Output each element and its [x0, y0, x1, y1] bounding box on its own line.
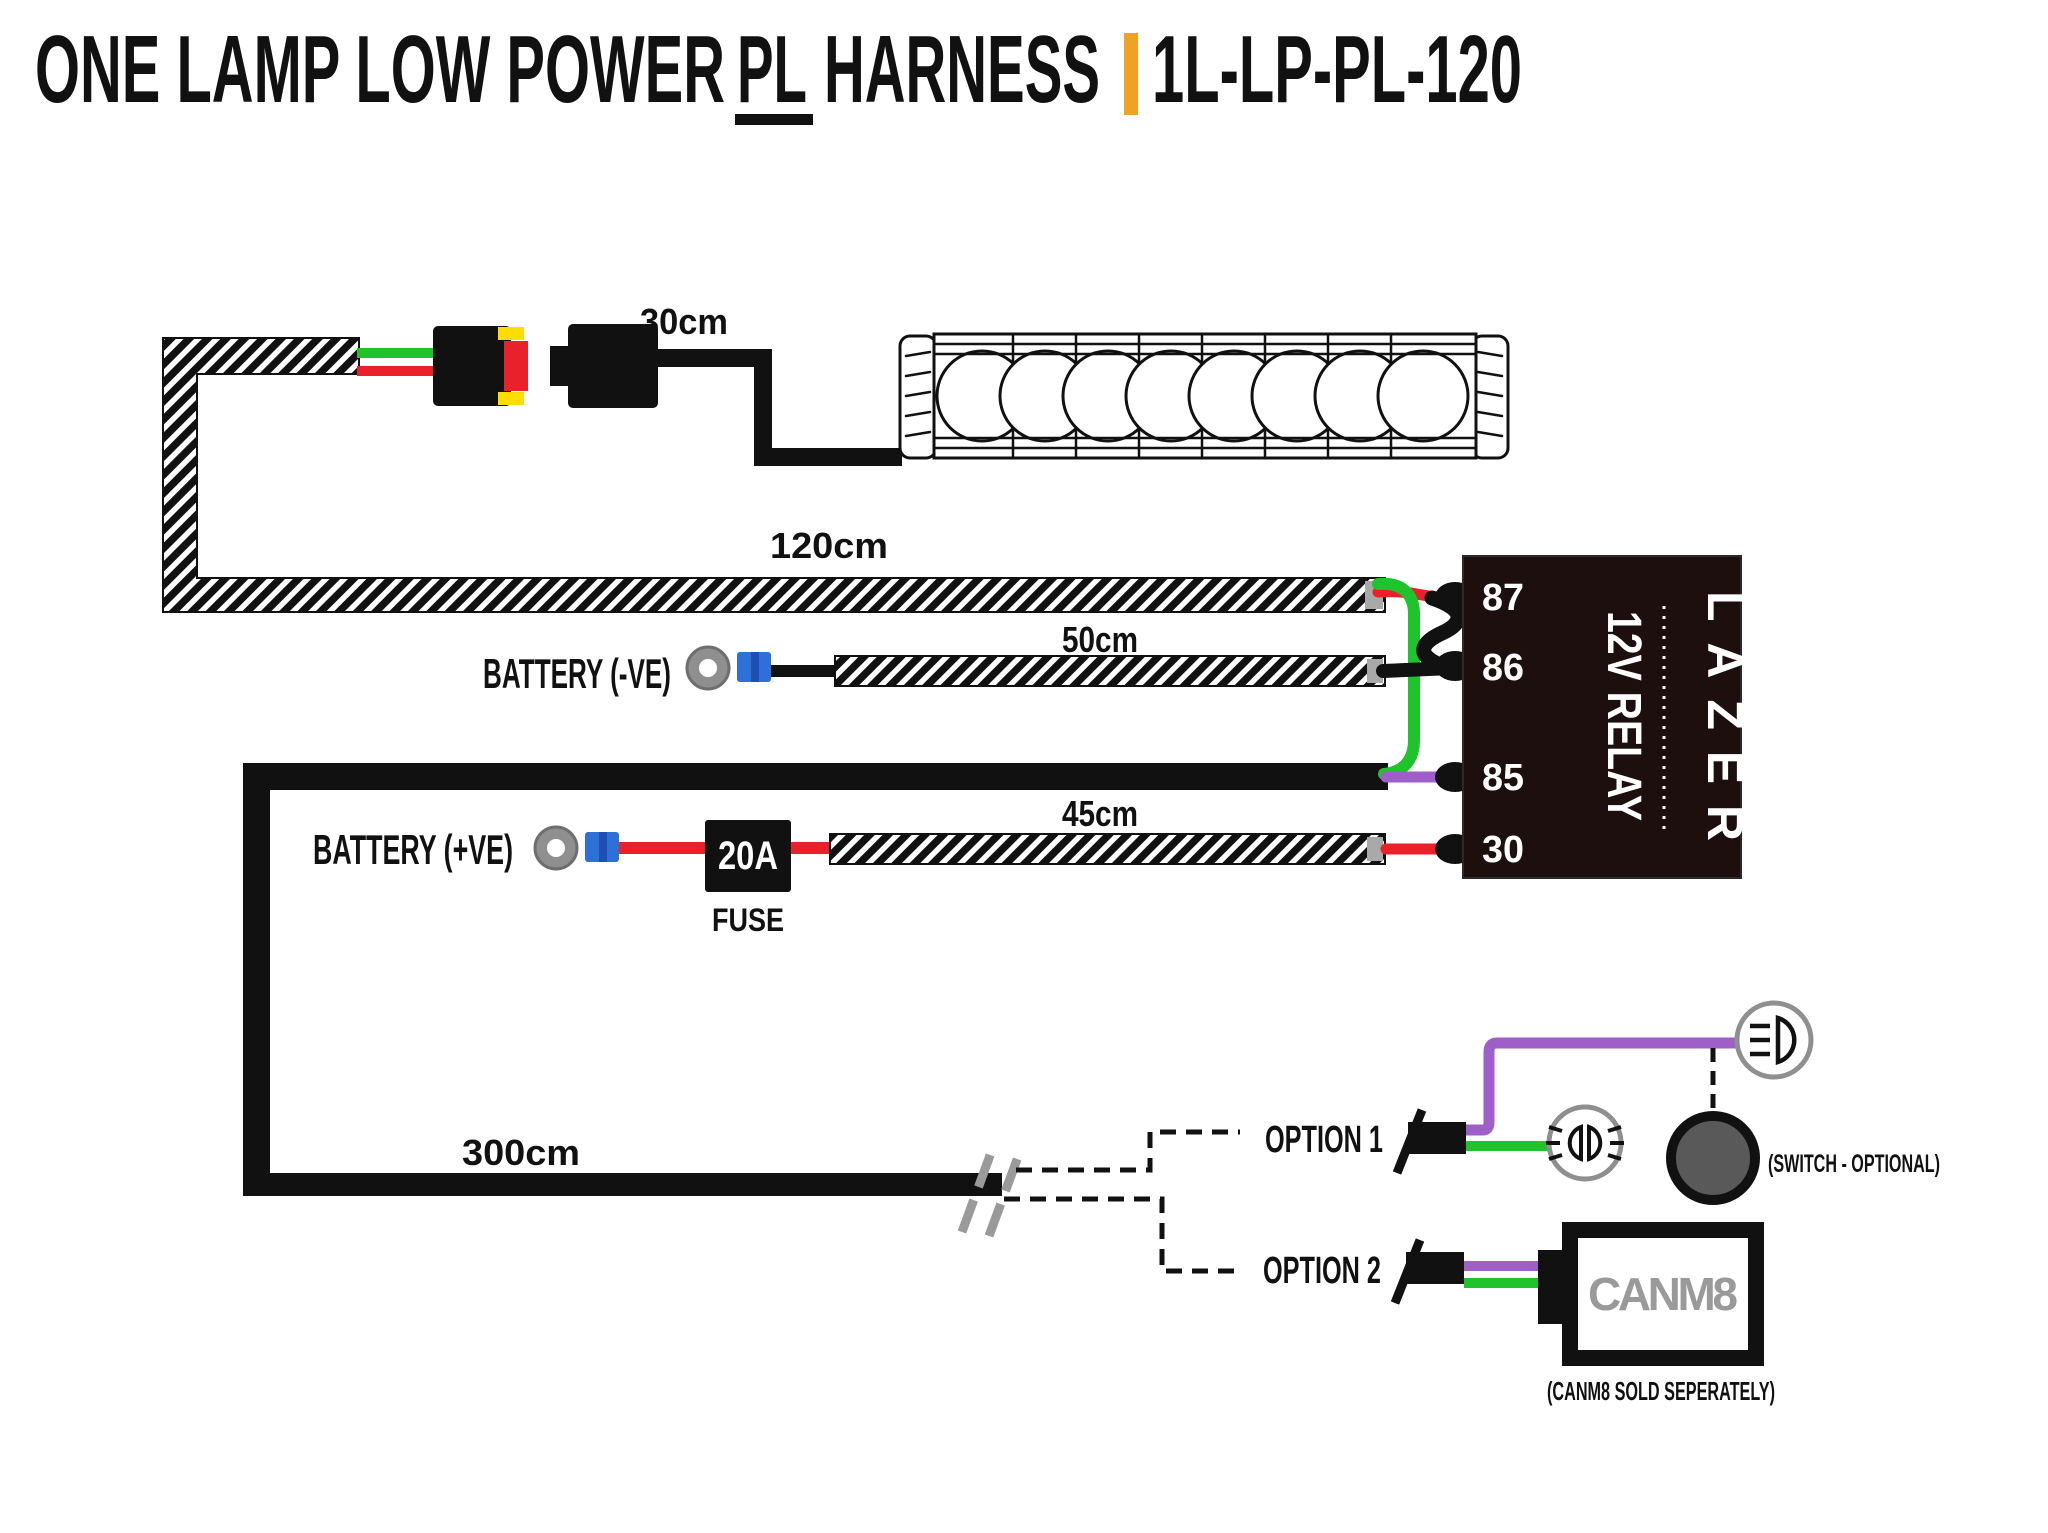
positive-red-wire	[619, 842, 707, 854]
relay-body	[1462, 555, 1742, 879]
relay-terminal-30: 30	[1482, 829, 1524, 871]
green-wire-loop	[1372, 577, 1420, 780]
switch-wire-300cm: 300cm	[243, 763, 1388, 1238]
pigtail-green-wire	[357, 348, 435, 358]
connector-latch-top	[498, 327, 524, 340]
canm8-box-face	[1578, 1238, 1748, 1350]
battery-positive-circuit: BATTERY (+VE) 20A FUSE 45cm	[313, 793, 1386, 938]
connector-seal	[504, 341, 528, 391]
wire-break-marks	[957, 1148, 1024, 1238]
title-part3: HARNESS	[824, 16, 1100, 123]
battery-negative-label: BATTERY (-VE)	[483, 650, 671, 697]
option1-wire-stub	[1408, 1122, 1466, 1154]
connector-female-icon	[433, 326, 511, 406]
canm8-label: CANM8	[1588, 1268, 1738, 1320]
fuse: 20A FUSE	[705, 820, 791, 938]
option1-assembly: OPTION 1	[1265, 1000, 1940, 1205]
option-dashed-links	[1004, 1129, 1240, 1274]
wire-30cm-run: 30cm	[640, 301, 902, 466]
crimp-stripe	[751, 652, 759, 682]
light-bar	[898, 332, 1510, 460]
light-bar-lenses	[935, 349, 1470, 443]
connector-latch-bottom	[498, 392, 524, 405]
relay: 87 86 85 30 12V RELAY LAZER	[1435, 555, 1753, 879]
wire-length-300cm: 300cm	[462, 1132, 580, 1173]
pigtail-red-wire	[357, 366, 435, 376]
canm8-module: CANM8	[1538, 1222, 1764, 1366]
position-light-icon	[1546, 1104, 1624, 1182]
wire-length-30cm: 30cm	[640, 301, 728, 342]
relay-wires	[1372, 577, 1466, 855]
relay-terminal-85: 85	[1482, 757, 1524, 799]
crimp-stripe	[599, 832, 607, 862]
connector-male-tab	[550, 346, 570, 386]
negative-stub-wire	[771, 665, 837, 677]
hatched-wire-45cm	[829, 833, 1386, 865]
headlight-icon	[1734, 1000, 1814, 1080]
fuse-out-red-wire	[791, 842, 832, 854]
wire-length-120cm: 120cm	[770, 525, 888, 566]
wire-end-cap	[1367, 659, 1383, 683]
title-underline	[735, 114, 813, 125]
option1-label: OPTION 1	[1265, 1119, 1383, 1161]
battery-positive-label: BATTERY (+VE)	[313, 826, 513, 873]
dashed-link-option2	[1004, 1196, 1236, 1274]
title-part-number: 1L-LP-PL-120	[1152, 16, 1522, 123]
dashed-link-option1	[1016, 1129, 1240, 1173]
title-part1: ONE LAMP LOW POWER	[35, 16, 725, 123]
wire-length-45cm: 45cm	[1062, 793, 1138, 834]
fuse-body	[705, 820, 791, 892]
light-bar-rails	[932, 342, 1478, 450]
light-bar-cap-ridges	[904, 350, 1504, 438]
canm8-note: (CANM8 SOLD SEPERATELY)	[1547, 1376, 1775, 1406]
battery-negative-circuit: BATTERY (-VE) 50cm	[483, 619, 1386, 697]
lamp-connector-pigtail	[357, 324, 658, 408]
wire-end-cap	[1367, 837, 1383, 861]
fuse-rating-label: 20A	[718, 834, 778, 878]
ring-terminal-hole	[547, 839, 565, 857]
canm8-connector-tab	[1538, 1250, 1566, 1324]
page-title: ONE LAMP LOW POWER PL HARNESS 1L-LP-PL-1…	[35, 16, 1522, 125]
title-divider-bar	[1124, 33, 1138, 115]
title-part2-underlined: PL	[737, 16, 807, 123]
switch-note: (SWITCH - OPTIONAL)	[1768, 1150, 1940, 1178]
relay-label: 12V RELAY	[1597, 611, 1650, 821]
fuse-label: FUSE	[712, 902, 784, 938]
option1-purple-wire	[1466, 1037, 1738, 1136]
switch-knob	[1666, 1111, 1760, 1205]
relay-terminal-86: 86	[1482, 647, 1524, 689]
option2-label: OPTION 2	[1263, 1250, 1381, 1292]
wire-30cm-path	[658, 349, 902, 466]
hatched-wire-50cm	[834, 655, 1386, 687]
relay-terminal-87: 87	[1482, 577, 1524, 619]
ring-terminal-hole	[699, 659, 717, 677]
connector-male-icon	[568, 324, 658, 408]
wire-length-50cm: 50cm	[1062, 619, 1138, 660]
option2-assembly: OPTION 2 CANM8 (CANM8 SOLD SEPERATELY)	[1263, 1222, 1775, 1406]
option2-wire-stub	[1406, 1252, 1464, 1284]
